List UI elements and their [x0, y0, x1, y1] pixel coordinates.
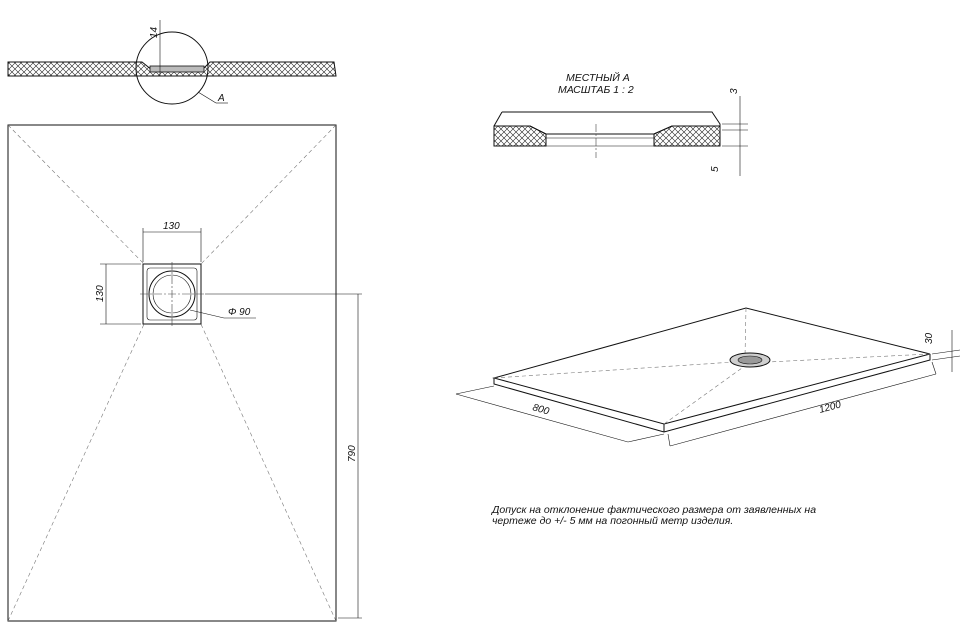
- dim-thickness-14: 14: [149, 26, 160, 38]
- note-line-1: Допуск на отклонение фактического размер…: [491, 504, 816, 516]
- drain-circle: [148, 270, 196, 318]
- tolerance-note: Допуск на отклонение фактического размер…: [491, 504, 816, 527]
- dim-length-790: 790: [347, 445, 358, 462]
- cross-section-view: A 14: [7, 20, 337, 105]
- dim-iso-800: 800: [531, 402, 550, 417]
- detail-view-a: МЕСТНЫЙ А МАСШТАБ 1 : 2 3 5: [493, 71, 748, 176]
- dim-drain-width: 130: [163, 221, 180, 232]
- detail-title: МЕСТНЫЙ А: [566, 71, 630, 84]
- tray-outline: [7, 124, 337, 622]
- section-slab-hatched: [7, 61, 337, 77]
- plan-view: 130 130 Φ 90 790: [7, 124, 362, 622]
- dim-drain-diameter: Φ 90: [228, 307, 251, 318]
- detail-label-a: A: [217, 93, 225, 104]
- detail-scale: МАСШТАБ 1 : 2: [558, 84, 634, 96]
- dim-iso-1200: 1200: [818, 399, 843, 415]
- iso-tray-top: [492, 307, 931, 425]
- note-line-2: чертеже до +/- 5 мм на погонный метр изд…: [492, 515, 733, 527]
- dim-detail-3: 3: [729, 88, 740, 94]
- dim-drain-height: 130: [95, 285, 106, 302]
- drain-grate-section: [149, 65, 205, 73]
- isometric-view: 800 1200 30: [455, 307, 961, 447]
- dim-iso-30: 30: [924, 332, 935, 344]
- dim-detail-5: 5: [710, 166, 721, 172]
- detail-circle-a: [135, 31, 209, 105]
